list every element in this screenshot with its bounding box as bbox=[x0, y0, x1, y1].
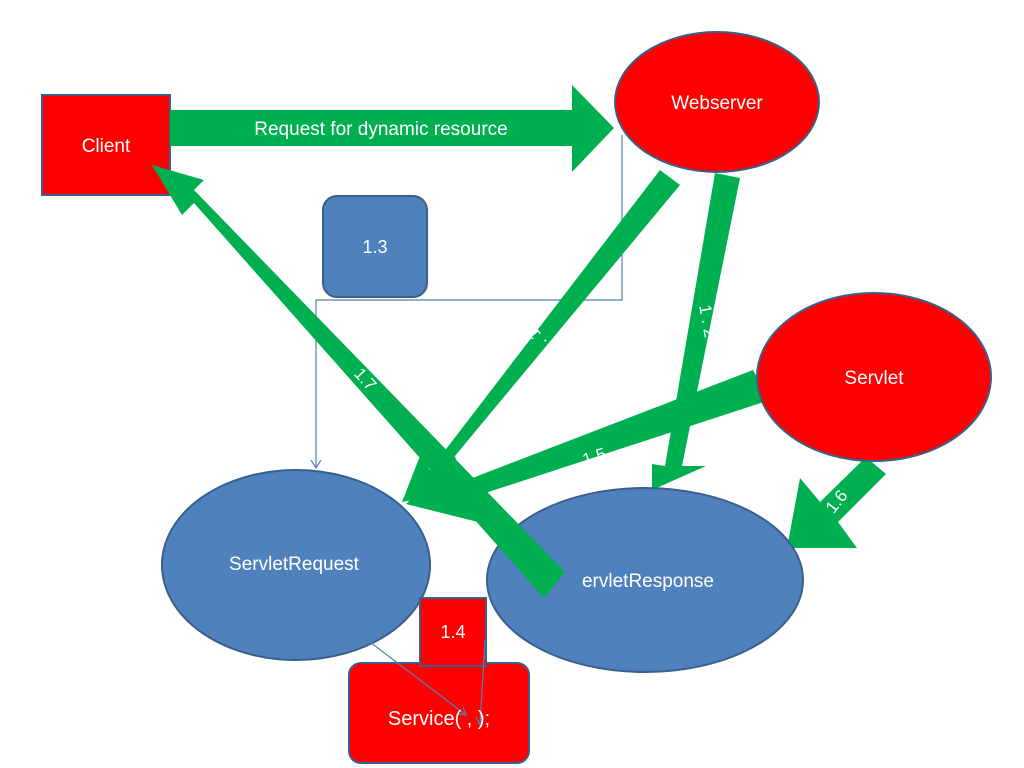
webserver-node bbox=[614, 31, 820, 173]
servlet-response-label: ervletResponse bbox=[582, 571, 714, 592]
webserver-label: Webserver bbox=[671, 93, 763, 114]
response-param-line bbox=[479, 639, 486, 726]
servlet-label: Servlet bbox=[844, 368, 904, 389]
step-1-3-label: 1.3 bbox=[362, 237, 387, 257]
request-param-line bbox=[369, 641, 467, 716]
arrow-1-1 bbox=[402, 170, 680, 502]
step-1-4-label: 1.4 bbox=[440, 622, 465, 642]
servlet-response-node bbox=[486, 487, 804, 673]
arrow-1-7 bbox=[152, 165, 565, 598]
arrow-1-2 bbox=[652, 173, 740, 490]
connector-request-arrowhead bbox=[310, 459, 322, 470]
service-call-label: Service( , ); bbox=[388, 708, 490, 730]
request-param-arrowhead bbox=[457, 706, 467, 716]
step-1-4-box bbox=[419, 597, 487, 667]
client-node bbox=[41, 94, 171, 196]
client-label: Client bbox=[82, 136, 131, 157]
request-arrow bbox=[170, 85, 614, 172]
connector-webserver-to-request bbox=[315, 135, 623, 468]
arrow-1-6 bbox=[787, 457, 886, 548]
request-arrow-label: Request for dynamic resource bbox=[254, 119, 507, 140]
servlet-request-label: ServletRequest bbox=[229, 554, 360, 575]
response-param-arrowhead bbox=[475, 716, 485, 727]
step-1-3-box bbox=[322, 195, 428, 298]
servlet-node bbox=[756, 292, 992, 462]
servlet-request-node bbox=[161, 469, 431, 661]
